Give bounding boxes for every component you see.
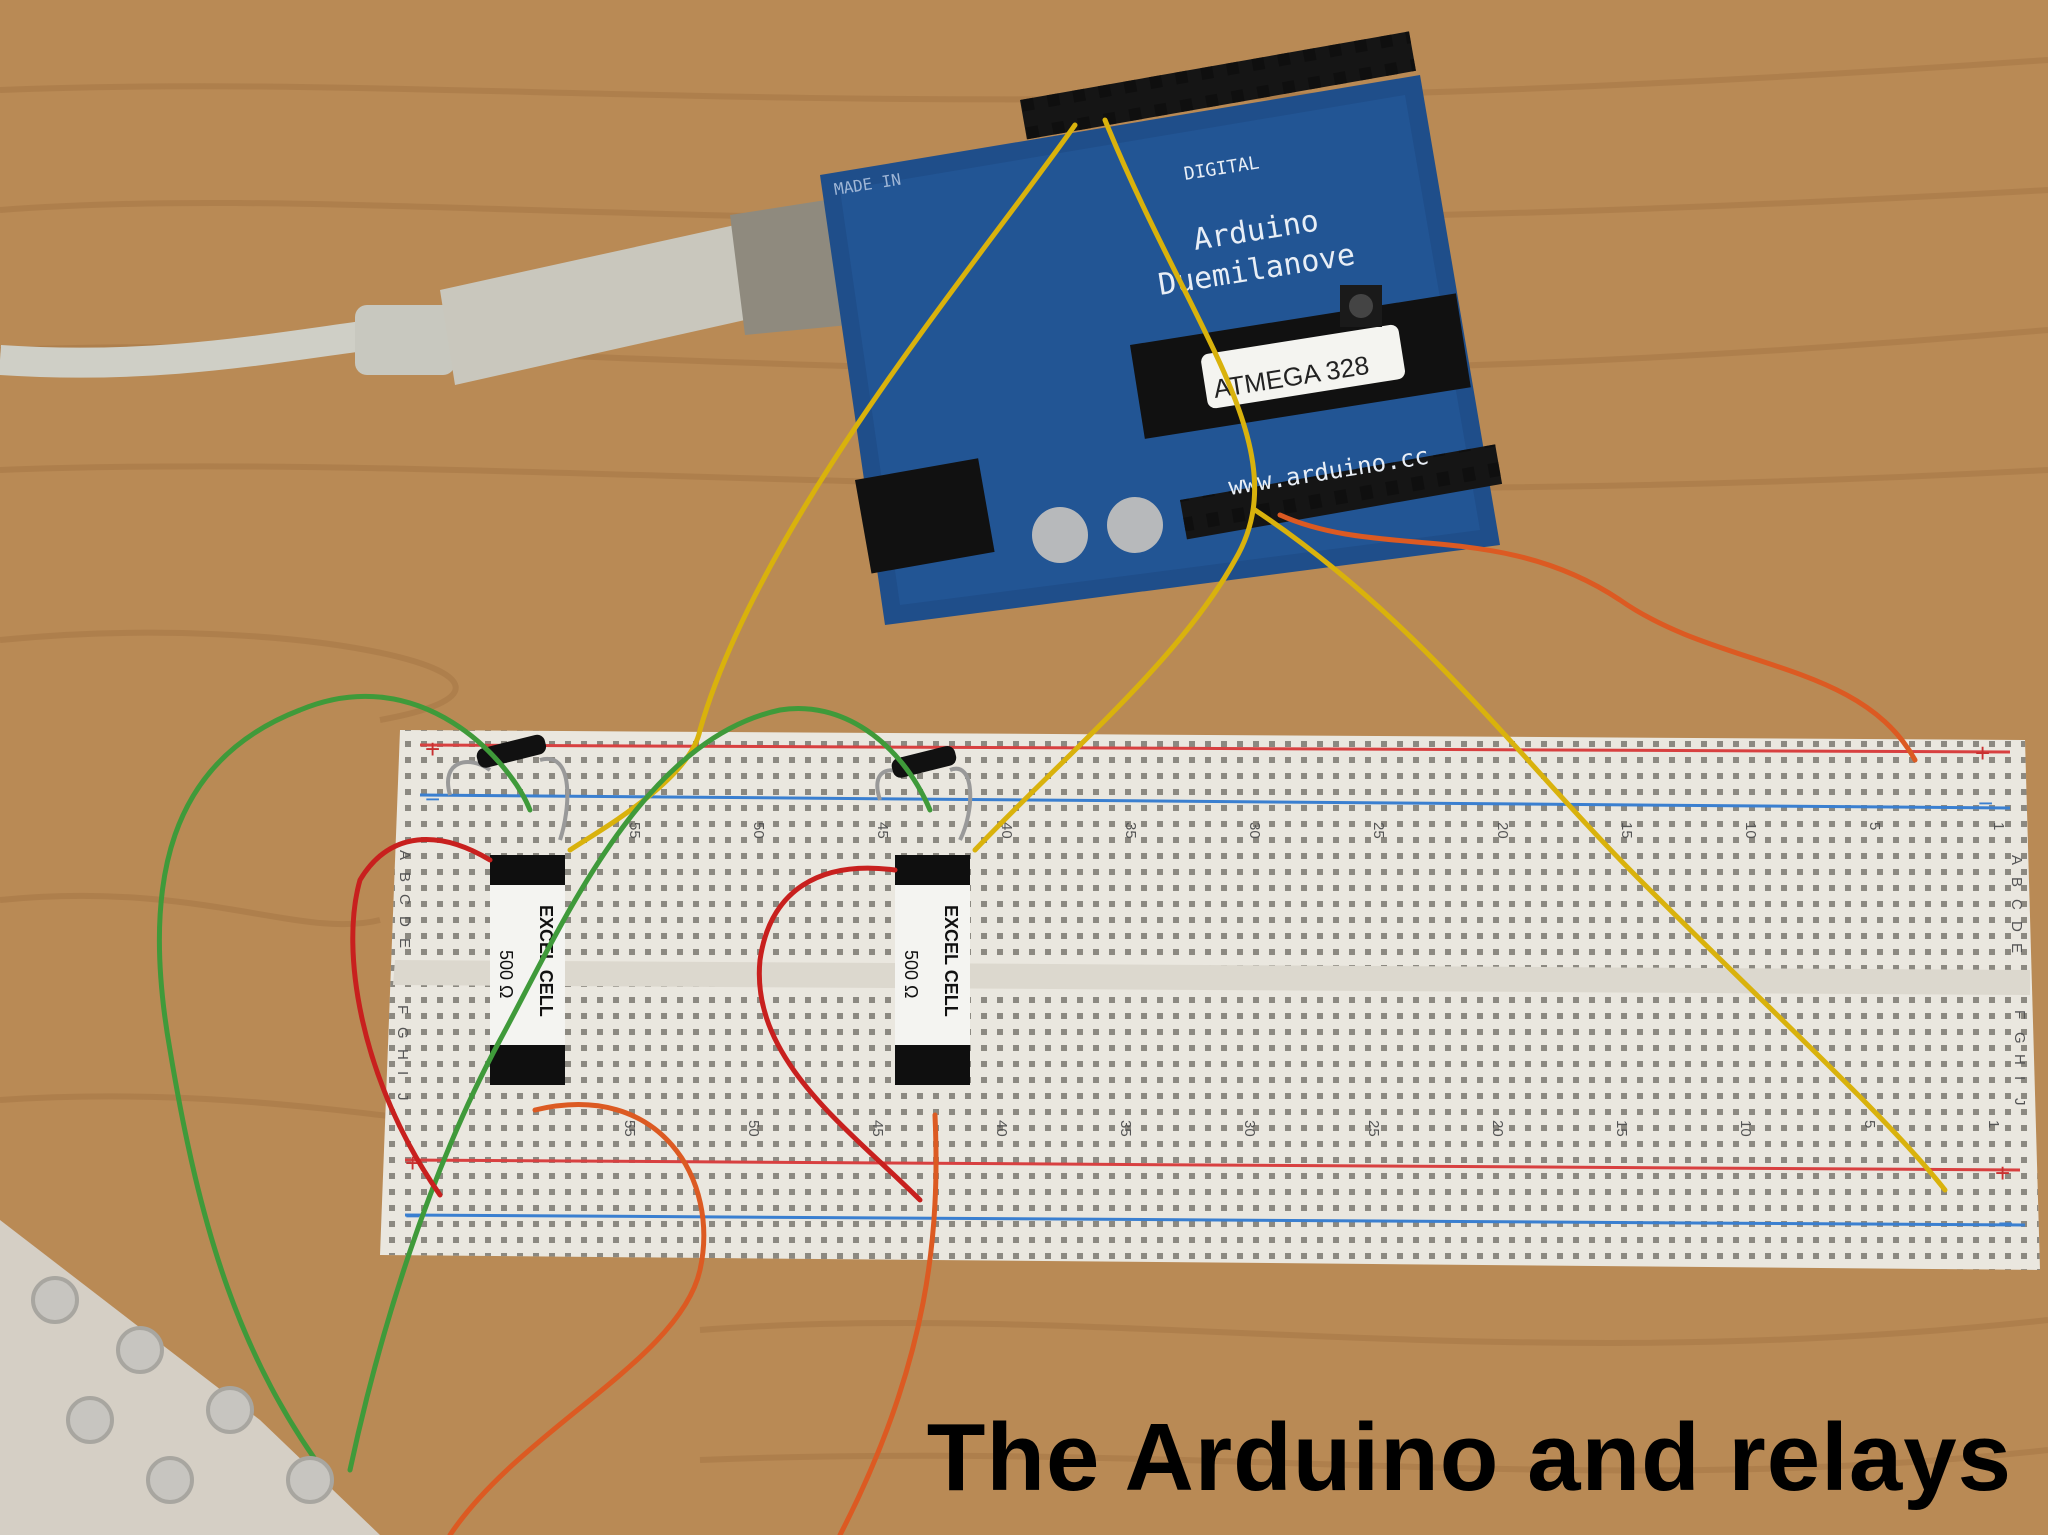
column-number: 45 (874, 822, 891, 839)
wire-orange (1277, 512, 1918, 763)
row-letter: E (2008, 943, 2025, 953)
rail-minus-label: − (1978, 788, 1993, 818)
row-letter: I (394, 1071, 411, 1075)
capacitor (1107, 497, 1163, 553)
wire-yellow (1252, 507, 1948, 1193)
row-letter: J (394, 1093, 411, 1101)
row-letter: E (396, 938, 413, 948)
wire-red (756, 865, 923, 1203)
row-letter: B (396, 872, 413, 882)
row-letter: J (2011, 1098, 2028, 1106)
column-number: 5 (1861, 1120, 1878, 1128)
column-number: 40 (993, 1120, 1010, 1137)
wire-green (347, 706, 933, 1473)
capacitor (1032, 507, 1088, 563)
wires (156, 117, 1948, 1535)
row-letters-right: A B CD E F GH I J (2008, 855, 2028, 1106)
power-jack (855, 458, 995, 574)
row-letter: H (394, 1049, 411, 1060)
column-number: 50 (750, 822, 767, 839)
column-number: 15 (1613, 1120, 1630, 1137)
rail-minus-top (419, 793, 2011, 810)
relay-left: EXCEL CELL 500 Ω (490, 855, 565, 1085)
column-number: 20 (1494, 822, 1511, 839)
row-letter: D (396, 916, 413, 927)
column-number: 50 (745, 1120, 762, 1137)
column-number: 15 (1618, 822, 1635, 839)
wire-orange (837, 1112, 939, 1535)
column-numbers-bottom: 55 50 45 40 35 30 25 20 15 10 5 1 (621, 1120, 2002, 1137)
column-number: 20 (1489, 1120, 1506, 1137)
row-letter: I (2011, 1076, 2028, 1080)
row-letter: F (2011, 1010, 2028, 1019)
relay-label-line1: EXCEL CELL (536, 905, 556, 1017)
rail-minus-label: − (1998, 1208, 2013, 1238)
row-letters-left: A B CD E F GH I J (394, 850, 413, 1101)
rail-minus-label: − (405, 1201, 420, 1231)
rail-minus-bottom (404, 1213, 2026, 1227)
terminal-block (0, 1220, 380, 1535)
row-letter: A (2008, 855, 2025, 865)
column-numbers-top: 55 50 45 40 35 30 25 20 15 10 5 1 (626, 822, 2007, 839)
rail-plus-label: + (1995, 1158, 2010, 1188)
row-letter: H (2011, 1054, 2028, 1065)
row-letter: A (396, 850, 413, 860)
rail-plus-label: + (1975, 738, 1990, 768)
column-number: 30 (1241, 1120, 1258, 1137)
chip-label-sticker (1201, 324, 1405, 409)
column-number: 10 (1742, 822, 1759, 839)
column-number: 45 (869, 1120, 886, 1137)
row-letter: G (2011, 1032, 2028, 1044)
relay-label-line2: 500 Ω (496, 950, 516, 999)
rail-plus-bottom (404, 1158, 2021, 1172)
column-number: 1 (1990, 822, 2007, 830)
rail-plus-label: + (425, 734, 440, 764)
photo-caption: The Arduino and relays (926, 1404, 2012, 1511)
wire-red (350, 837, 493, 1198)
row-letter: F (394, 1005, 411, 1014)
relay-label-line2: 500 Ω (901, 950, 921, 999)
rail-plus-top (419, 743, 2011, 754)
wire-yellow (972, 117, 1258, 853)
column-number: 40 (998, 822, 1015, 839)
row-letter: B (2008, 877, 2025, 887)
wire-orange (447, 1102, 707, 1535)
row-letter: G (394, 1027, 411, 1039)
column-number: 25 (1370, 822, 1387, 839)
relay-right: EXCEL CELL 500 Ω (895, 855, 970, 1085)
row-letter: C (396, 894, 413, 905)
column-number: 25 (1365, 1120, 1382, 1137)
row-letter: C (2008, 899, 2025, 910)
column-number: 35 (1117, 1120, 1134, 1137)
rail-minus-label: − (425, 784, 440, 814)
wire-green (156, 694, 533, 1483)
column-number: 35 (1122, 822, 1139, 839)
column-number: 1 (1985, 1120, 2002, 1128)
column-number: 55 (621, 1120, 638, 1137)
column-number: 30 (1246, 822, 1263, 839)
digital-header (1020, 31, 1416, 140)
relay-label-line1: EXCEL CELL (941, 905, 961, 1017)
row-letter: D (2008, 921, 2025, 932)
column-number: 5 (1866, 822, 1883, 830)
column-number: 10 (1737, 1120, 1754, 1137)
column-number: 55 (626, 822, 643, 839)
